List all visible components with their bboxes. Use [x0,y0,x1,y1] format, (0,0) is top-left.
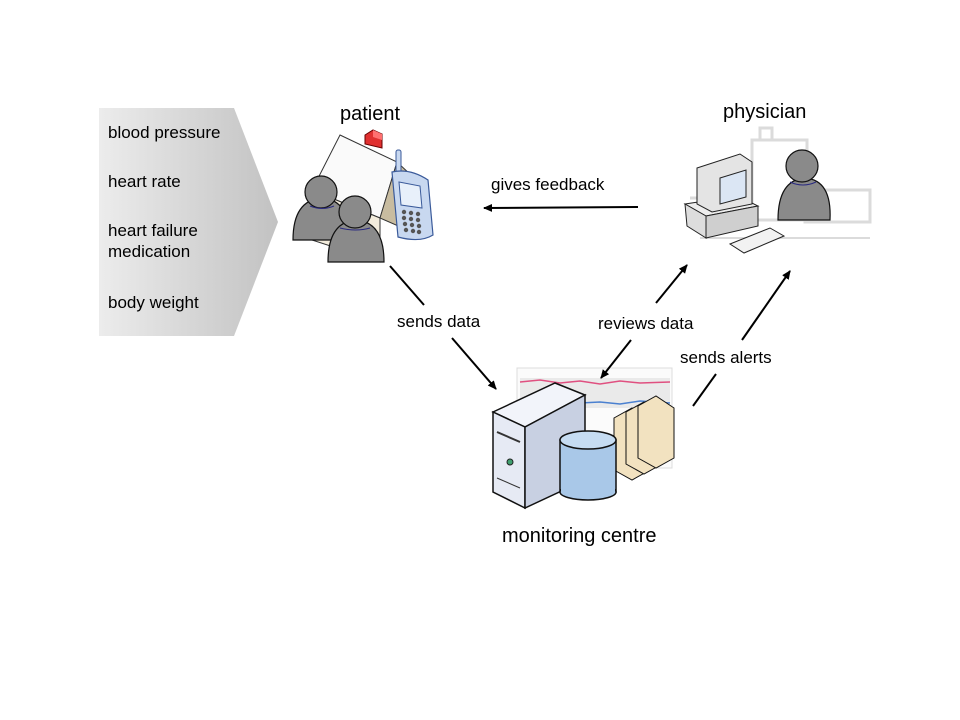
sends-alerts-arrow-segment-2 [741,270,791,341]
sends-alerts-arrow-segment-1 [692,373,717,407]
sends-data-label: sends data [397,312,481,331]
inputs-list: blood pressure heart rate heart failure … [99,108,239,336]
chevron-shape [99,108,278,336]
reviews-data-arrow-down [600,339,632,379]
mobile-phone-icon [391,149,434,241]
computer-icon [683,153,786,254]
sends-data-arrow-segment-1 [389,265,425,306]
input-item-heart-rate: heart rate [108,172,181,191]
reviews-data-arrow-up [655,264,688,304]
database-icon [559,430,617,501]
input-item-heart-failure-line2: medication [108,242,191,261]
monitoring-centre-label: monitoring centre [502,525,657,547]
input-item-heart-failure-line1: heart failure [108,221,198,240]
input-item-blood-pressure: blood pressure [108,123,221,142]
sends-alerts-label: sends alerts [680,348,772,367]
folders-icon [613,395,675,481]
gives-feedback-label: gives feedback [491,175,605,194]
gives-feedback-arrow [483,203,639,212]
reviews-data-label: reviews data [598,314,694,333]
people-icon [292,175,385,263]
physician-label: physician [723,101,807,123]
patient-label: patient [340,103,401,125]
input-item-body-weight: body weight [108,293,199,312]
sends-data-arrow-segment-2 [451,337,497,390]
person-icon [777,149,831,221]
